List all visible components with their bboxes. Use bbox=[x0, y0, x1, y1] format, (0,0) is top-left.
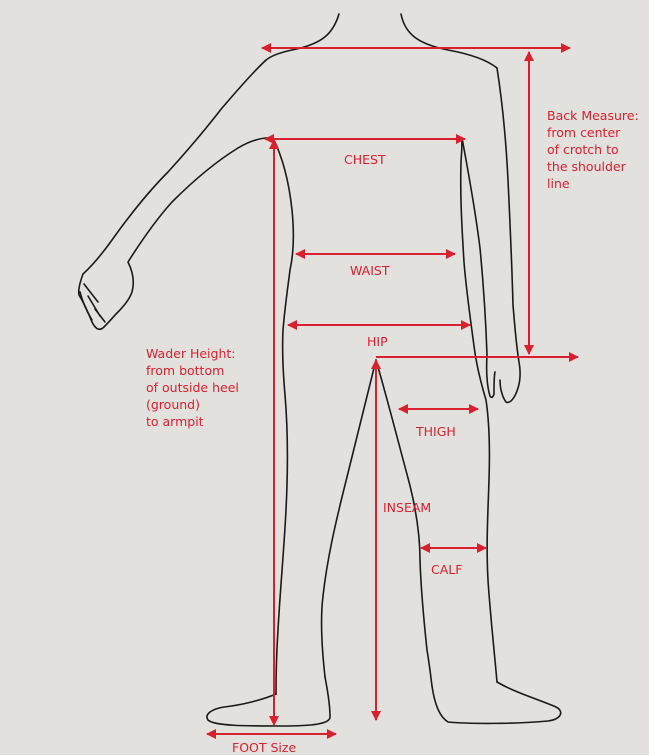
right-hand-outline bbox=[497, 68, 520, 402]
foot-size-label: FOOT Size bbox=[232, 739, 296, 756]
chest-label: CHEST bbox=[344, 151, 386, 168]
inseam-label: INSEAM bbox=[383, 499, 431, 516]
neck-right-outline bbox=[401, 14, 497, 68]
neck-left-outline bbox=[265, 14, 339, 61]
wader-height-label: Wader Height: from bottom of outside hee… bbox=[146, 345, 239, 430]
left-foot-outline bbox=[207, 677, 330, 726]
right-arm-outline bbox=[462, 138, 495, 397]
thigh-label: THIGH bbox=[416, 423, 456, 440]
hip-label: HIP bbox=[367, 333, 388, 350]
left-body-side bbox=[273, 138, 293, 694]
calf-label: CALF bbox=[431, 561, 462, 578]
left-hand-fingers bbox=[80, 284, 105, 322]
left-inner-leg bbox=[322, 360, 376, 677]
waist-label: WAIST bbox=[350, 262, 389, 279]
left-arm-outline bbox=[79, 61, 273, 329]
back-measure-label: Back Measure: from center of crotch to t… bbox=[547, 107, 639, 192]
right-foot-outline bbox=[432, 682, 561, 723]
